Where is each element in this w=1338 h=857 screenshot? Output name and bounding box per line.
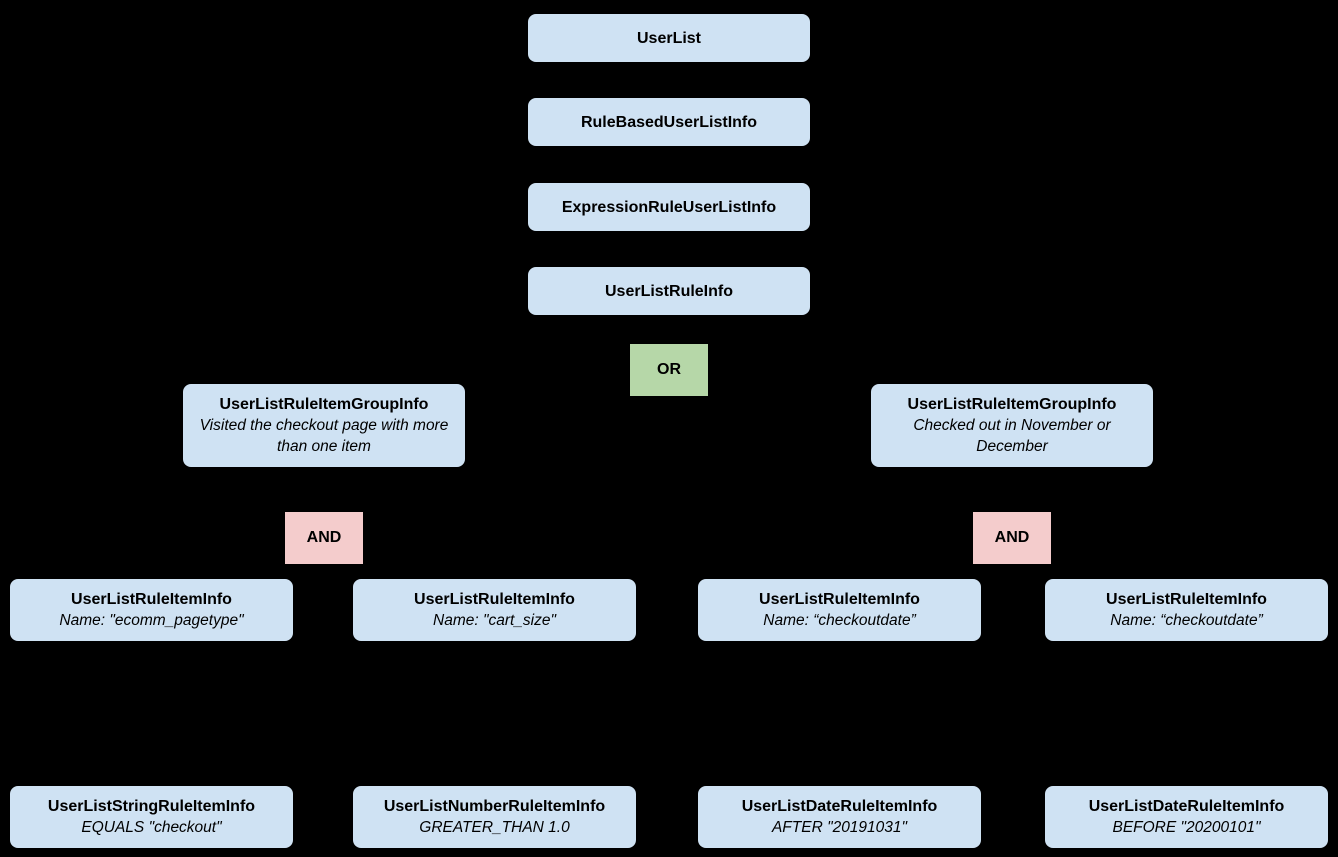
and-operator-box-right: AND bbox=[973, 512, 1051, 564]
node-description: Name: “checkoutdate” bbox=[1110, 612, 1263, 629]
and-operator-box-left: AND bbox=[285, 512, 363, 564]
or-operator-box: OR bbox=[630, 344, 708, 396]
node-description: AFTER "20191031" bbox=[771, 819, 908, 836]
node-rulebaseduserlistinfo: RuleBasedUserListInfo bbox=[528, 98, 810, 146]
node-description: BEFORE "20200101" bbox=[1112, 819, 1261, 836]
node-description: Name: "cart_size" bbox=[433, 612, 556, 629]
node-userlistruleinfo: UserListRuleInfo bbox=[528, 267, 810, 315]
node-ruleitem-cart-size: UserListRuleItemInfo Name: "cart_size" bbox=[353, 579, 636, 641]
node-stringruleitem-equals-checkout: UserListStringRuleItemInfo EQUALS "check… bbox=[10, 786, 293, 848]
node-numberruleitem-greater-than: UserListNumberRuleItemInfo GREATER_THAN … bbox=[353, 786, 636, 848]
node-title: UserListStringRuleItemInfo bbox=[47, 798, 256, 815]
node-title: UserListRuleItemInfo bbox=[759, 591, 920, 608]
node-dateruleitem-before: UserListDateRuleItemInfo BEFORE "2020010… bbox=[1045, 786, 1328, 848]
node-ruleitemgroup-right: UserListRuleItemGroupInfo Checked out in… bbox=[871, 384, 1153, 467]
node-ruleitem-checkoutdate-2: UserListRuleItemInfo Name: “checkoutdate… bbox=[1045, 579, 1328, 641]
node-description: GREATER_THAN 1.0 bbox=[419, 819, 570, 836]
node-title: UserList bbox=[636, 29, 702, 47]
node-description: EQUALS "checkout" bbox=[81, 819, 222, 836]
node-title: UserListDateRuleItemInfo bbox=[1088, 798, 1285, 815]
node-ruleitem-checkoutdate-1: UserListRuleItemInfo Name: “checkoutdate… bbox=[698, 579, 981, 641]
node-dateruleitem-after: UserListDateRuleItemInfo AFTER "20191031… bbox=[698, 786, 981, 848]
node-title: UserListRuleItemGroupInfo bbox=[219, 396, 429, 413]
node-title: UserListRuleInfo bbox=[604, 282, 733, 300]
node-title: ExpressionRuleUserListInfo bbox=[561, 198, 777, 216]
node-title: UserListRuleItemInfo bbox=[414, 591, 575, 608]
node-title: UserListNumberRuleItemInfo bbox=[383, 798, 606, 815]
node-title: UserListRuleItemInfo bbox=[1106, 591, 1267, 608]
node-expressionruleuserlistinfo: ExpressionRuleUserListInfo bbox=[528, 183, 810, 231]
node-title: RuleBasedUserListInfo bbox=[580, 113, 758, 131]
node-title: UserListDateRuleItemInfo bbox=[741, 798, 938, 815]
node-ruleitemgroup-left: UserListRuleItemGroupInfo Visited the ch… bbox=[183, 384, 465, 467]
node-description: Name: “checkoutdate” bbox=[763, 612, 916, 629]
node-description: Checked out in November or December bbox=[913, 417, 1111, 455]
node-description: Visited the checkout page with more than… bbox=[199, 417, 449, 455]
node-ruleitem-ecomm-pagetype: UserListRuleItemInfo Name: "ecomm_pagety… bbox=[10, 579, 293, 641]
node-userlist: UserList bbox=[528, 14, 810, 62]
node-title: UserListRuleItemInfo bbox=[71, 591, 232, 608]
node-description: Name: "ecomm_pagetype" bbox=[59, 612, 244, 629]
node-title: UserListRuleItemGroupInfo bbox=[907, 396, 1117, 413]
